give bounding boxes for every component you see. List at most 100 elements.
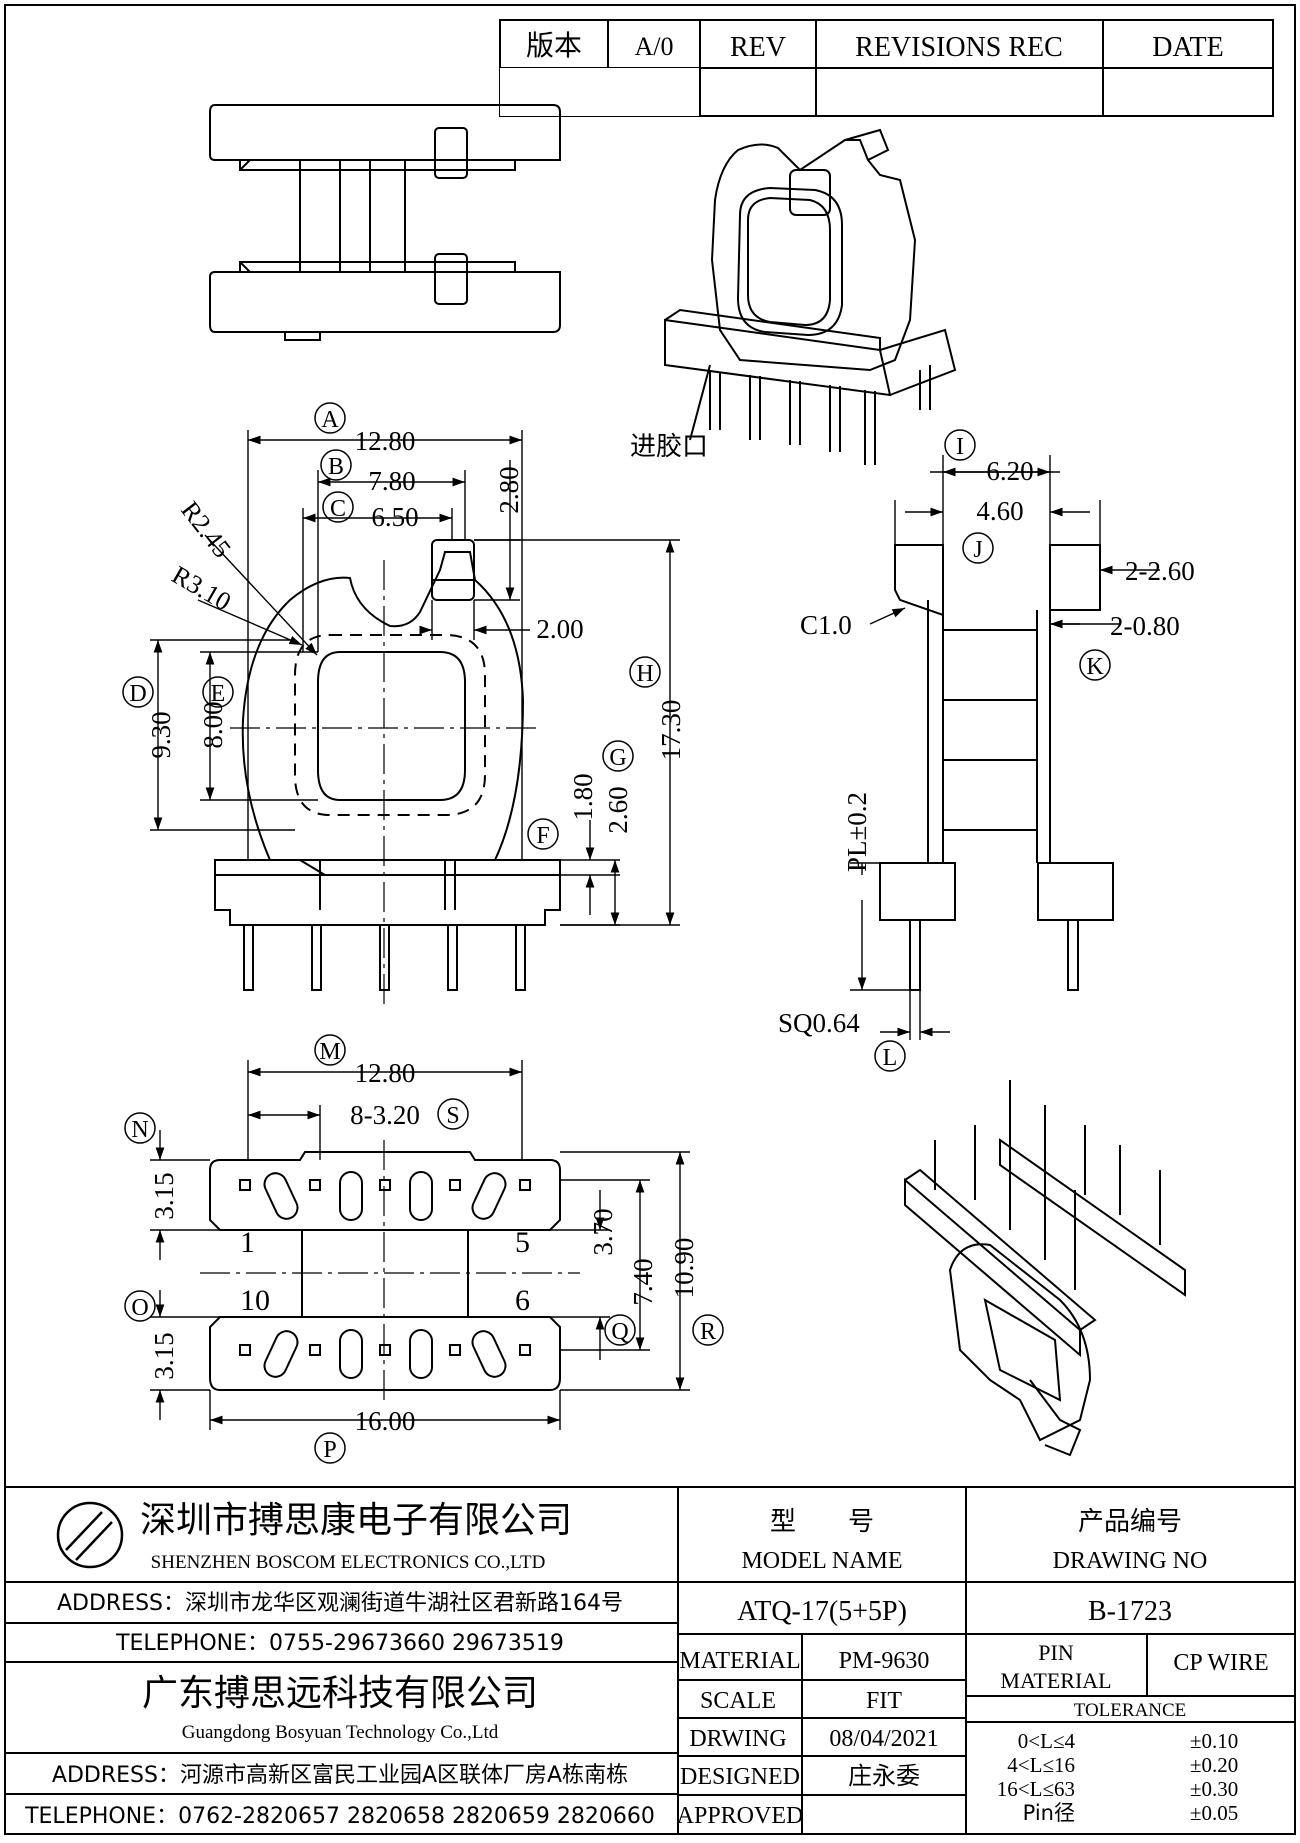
dim-flange-top: 2-2.60 (1125, 556, 1195, 586)
dim-Q-value: 7.40 (628, 1258, 658, 1305)
dim-r-outer: R3.10 (167, 560, 236, 617)
dim-P-letter: P (323, 1437, 336, 1463)
tol-range-4: Pin径 (1023, 1801, 1075, 1825)
revisions-label: REVISIONS REC (855, 32, 1063, 63)
model-cn-label: 型 号 (770, 1507, 874, 1537)
company-logo (56, 1501, 124, 1569)
tol-range-2: 4<L≤16 (1007, 1753, 1075, 1777)
pin-label-5: 5 (515, 1226, 530, 1259)
dim-top-notch: 2.80 (494, 466, 524, 513)
front-dims (150, 430, 680, 926)
side-view (879, 544, 1114, 991)
dim-O-letter: O (131, 1295, 148, 1321)
version-label: 版本 (526, 29, 582, 62)
pin-material-label-2: MATERIAL (1000, 1668, 1111, 1693)
rev-label: REV (730, 32, 786, 63)
front-view (214, 539, 561, 1010)
tol-range-1: 0<L≤4 (1018, 1729, 1076, 1753)
dim-S-letter: S (446, 1103, 459, 1129)
company2-cn: 广东搏思远科技有限公司 (142, 1673, 538, 1714)
version-value: A/0 (635, 32, 674, 61)
dim-inner-gap: 3.70 (588, 1208, 618, 1255)
dim-C-value: 6.50 (371, 502, 418, 532)
dim-pin-length: PL±0.2 (842, 792, 872, 872)
model-en-label: MODEL NAME (741, 1548, 902, 1574)
dim-C-letter: C (330, 496, 346, 522)
dim-Q-letter: Q (611, 1319, 628, 1345)
drawing-value: B-1723 (1088, 1596, 1172, 1627)
dim-H-value: 17.30 (656, 700, 686, 761)
bottom-view (200, 1140, 580, 1400)
dim-M-value: 12.80 (355, 1058, 416, 1088)
tol-value-1: ±0.10 (1190, 1729, 1238, 1753)
title-block-frame (4, 1486, 1296, 1835)
drawing-cn-label: 产品编号 (1078, 1507, 1182, 1537)
dim-B-letter: B (328, 454, 344, 480)
dim-flange-thk: 2-0.80 (1110, 611, 1180, 641)
gate-label: 进胶口 (630, 432, 708, 462)
dim-tab-width: 2.00 (536, 614, 583, 644)
dim-D-letter: D (129, 681, 146, 707)
dim-K-letter: K (1086, 654, 1104, 680)
dim-E-letter: E (211, 681, 226, 707)
tol-range-3: 16<L≤63 (997, 1777, 1075, 1801)
top-view (209, 104, 561, 341)
scale-value: FIT (866, 1688, 902, 1714)
pin-material-label-1: PIN (1038, 1640, 1074, 1665)
dim-G-value: 2.60 (603, 786, 633, 833)
dim-M-letter: M (319, 1039, 340, 1065)
company-en: SHENZHEN BOSCOM ELECTRONICS CO.,LTD (151, 1552, 546, 1573)
scale-label: SCALE (700, 1688, 776, 1714)
pin-label-6: 6 (515, 1284, 530, 1317)
iso-view-bottom (904, 1080, 1186, 1457)
material-label: MATERIAL (679, 1648, 800, 1674)
dim-J-letter: J (973, 537, 982, 563)
tol-value-4: ±0.05 (1190, 1801, 1238, 1825)
dim-inner-width: 4.60 (976, 496, 1023, 526)
side-dims (850, 455, 1160, 1040)
pin-material-value: CP WIRE (1173, 1650, 1268, 1676)
dim-F-value: 1.80 (568, 773, 598, 820)
dim-L-letter: L (883, 1045, 898, 1071)
designed-value: 庄永委 (848, 1762, 920, 1790)
company2-en: Guangdong Bosyuan Technology Co.,Ltd (182, 1722, 499, 1743)
material-value: PM-9630 (839, 1648, 930, 1674)
dim-chamfer: C1.0 (800, 610, 852, 640)
drwing-label: DRWING (689, 1726, 786, 1752)
dim-N-letter: N (131, 1117, 148, 1143)
dim-B-value: 7.80 (368, 466, 415, 496)
dim-pin-size: SQ0.64 (778, 1008, 860, 1038)
address-2: ADDRESS：河源市高新区富民工业园A区联体厂房A栋南栋 (52, 1763, 628, 1788)
address-1: ADDRESS：深圳市龙华区观澜街道牛湖社区君新路164号 (57, 1591, 623, 1616)
dim-I-value: 6.20 (986, 456, 1033, 486)
dim-A-letter: A (321, 407, 339, 433)
dim-E-value: 8.00 (198, 701, 228, 748)
dim-P-value: 16.00 (355, 1406, 416, 1436)
bottom-dims (150, 1060, 690, 1430)
telephone-1: TELEPHONE：0755-29673660 29673519 (115, 1631, 564, 1656)
model-value: ATQ-17(5+5P) (737, 1596, 907, 1627)
tol-value-3: ±0.30 (1190, 1777, 1238, 1801)
iso-view-top (664, 128, 957, 465)
company-cn: 深圳市搏思康电子有限公司 (140, 1500, 572, 1541)
dim-A-value: 12.80 (355, 426, 416, 456)
dim-O-value: 3.15 (149, 1332, 179, 1379)
drawing-en-label: DRAWING NO (1053, 1548, 1208, 1574)
date-label: DATE (1152, 32, 1224, 63)
telephone-2: TELEPHONE：0762-2820657 2820658 2820659 2… (24, 1804, 655, 1829)
title-block-text: 深圳市搏思康电子有限公司 SHENZHEN BOSCOM ELECTRONICS… (24, 1500, 1269, 1829)
dim-G-letter: G (609, 745, 626, 771)
tol-value-2: ±0.20 (1190, 1753, 1238, 1777)
pin-label-1: 1 (240, 1226, 255, 1259)
dim-F-letter: F (536, 823, 549, 849)
dim-S-value: 8-3.20 (350, 1100, 420, 1130)
bottom-dim-text: M 12.80 8-3.20 S N 3.15 O 3.15 16.00 P 3… (124, 1034, 724, 1464)
pin-label-10: 10 (240, 1284, 270, 1317)
dim-R-letter: R (700, 1319, 716, 1345)
dim-N-value: 3.15 (149, 1172, 179, 1219)
tolerance-label: TOLERANCE (1074, 1700, 1187, 1721)
dim-r-inner: R2.45 (175, 496, 237, 563)
front-dim-text: A 12.80 B 7.80 C 6.50 2.80 2.00 R2.45 R3… (122, 402, 686, 850)
